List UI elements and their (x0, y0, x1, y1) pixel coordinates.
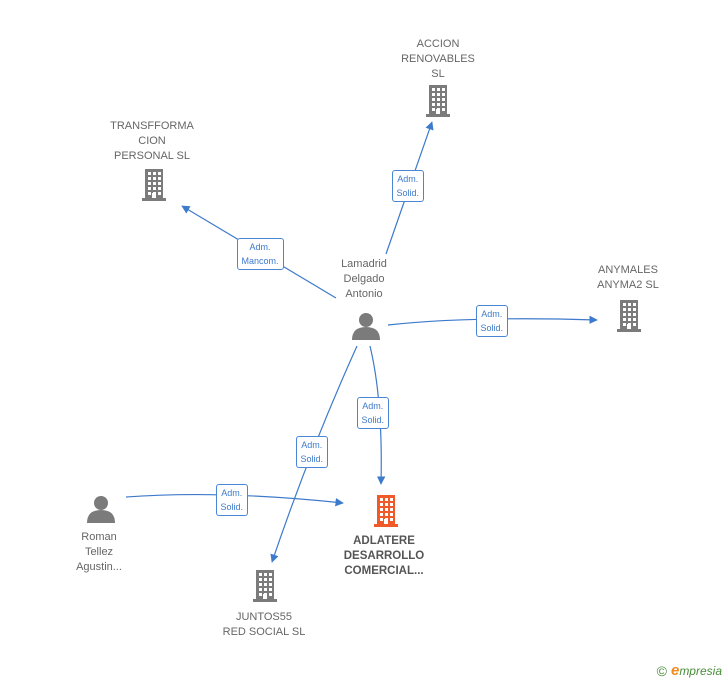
edge-label-lamadrid-to-accion[interactable]: Adm. Solid. (391, 170, 425, 202)
edge-label-lamadrid-to-transfforma[interactable]: Adm. Mancom. (236, 238, 284, 270)
building-icon-transfforma[interactable] (142, 169, 166, 201)
node-label-anymales[interactable]: ANYMALES ANYMA2 SL (597, 264, 659, 291)
building-icon-juntos[interactable] (253, 570, 277, 602)
building-icon-anymales[interactable] (617, 300, 641, 332)
edge-label-lamadrid-to-anymales[interactable]: Adm. Solid. (475, 305, 509, 337)
footer-brand: © empresia (657, 662, 722, 679)
brand-initial: e (670, 662, 680, 679)
brand-name: mpresia (679, 664, 722, 678)
edge-label-lamadrid-to-adlatere[interactable]: Adm. Solid. (356, 397, 390, 429)
node-label-lamadrid[interactable]: Lamadrid Delgado Antonio (341, 258, 387, 300)
person-icon-lamadrid[interactable] (352, 313, 380, 340)
node-label-transfforma[interactable]: TRANSFFORMA CION PERSONAL SL (110, 120, 194, 162)
node-label-accion[interactable]: ACCION RENOVABLES SL (401, 38, 475, 80)
building-icon-accion[interactable] (426, 85, 450, 117)
node-label-juntos[interactable]: JUNTOS55 RED SOCIAL SL (222, 611, 306, 638)
node-label-adlatere[interactable]: ADLATERE DESARROLLO COMERCIAL... (343, 535, 425, 577)
person-icon-roman[interactable] (87, 496, 115, 523)
node-label-roman[interactable]: Roman Tellez Agustin... (76, 531, 122, 573)
edge-label-lamadrid-to-juntos[interactable]: Adm. Solid. (295, 436, 329, 468)
copyright-icon: © (656, 662, 667, 679)
building-icon-adlatere[interactable] (374, 495, 398, 527)
edge-label-roman-to-adlatere[interactable]: Adm. Solid. (215, 484, 249, 516)
